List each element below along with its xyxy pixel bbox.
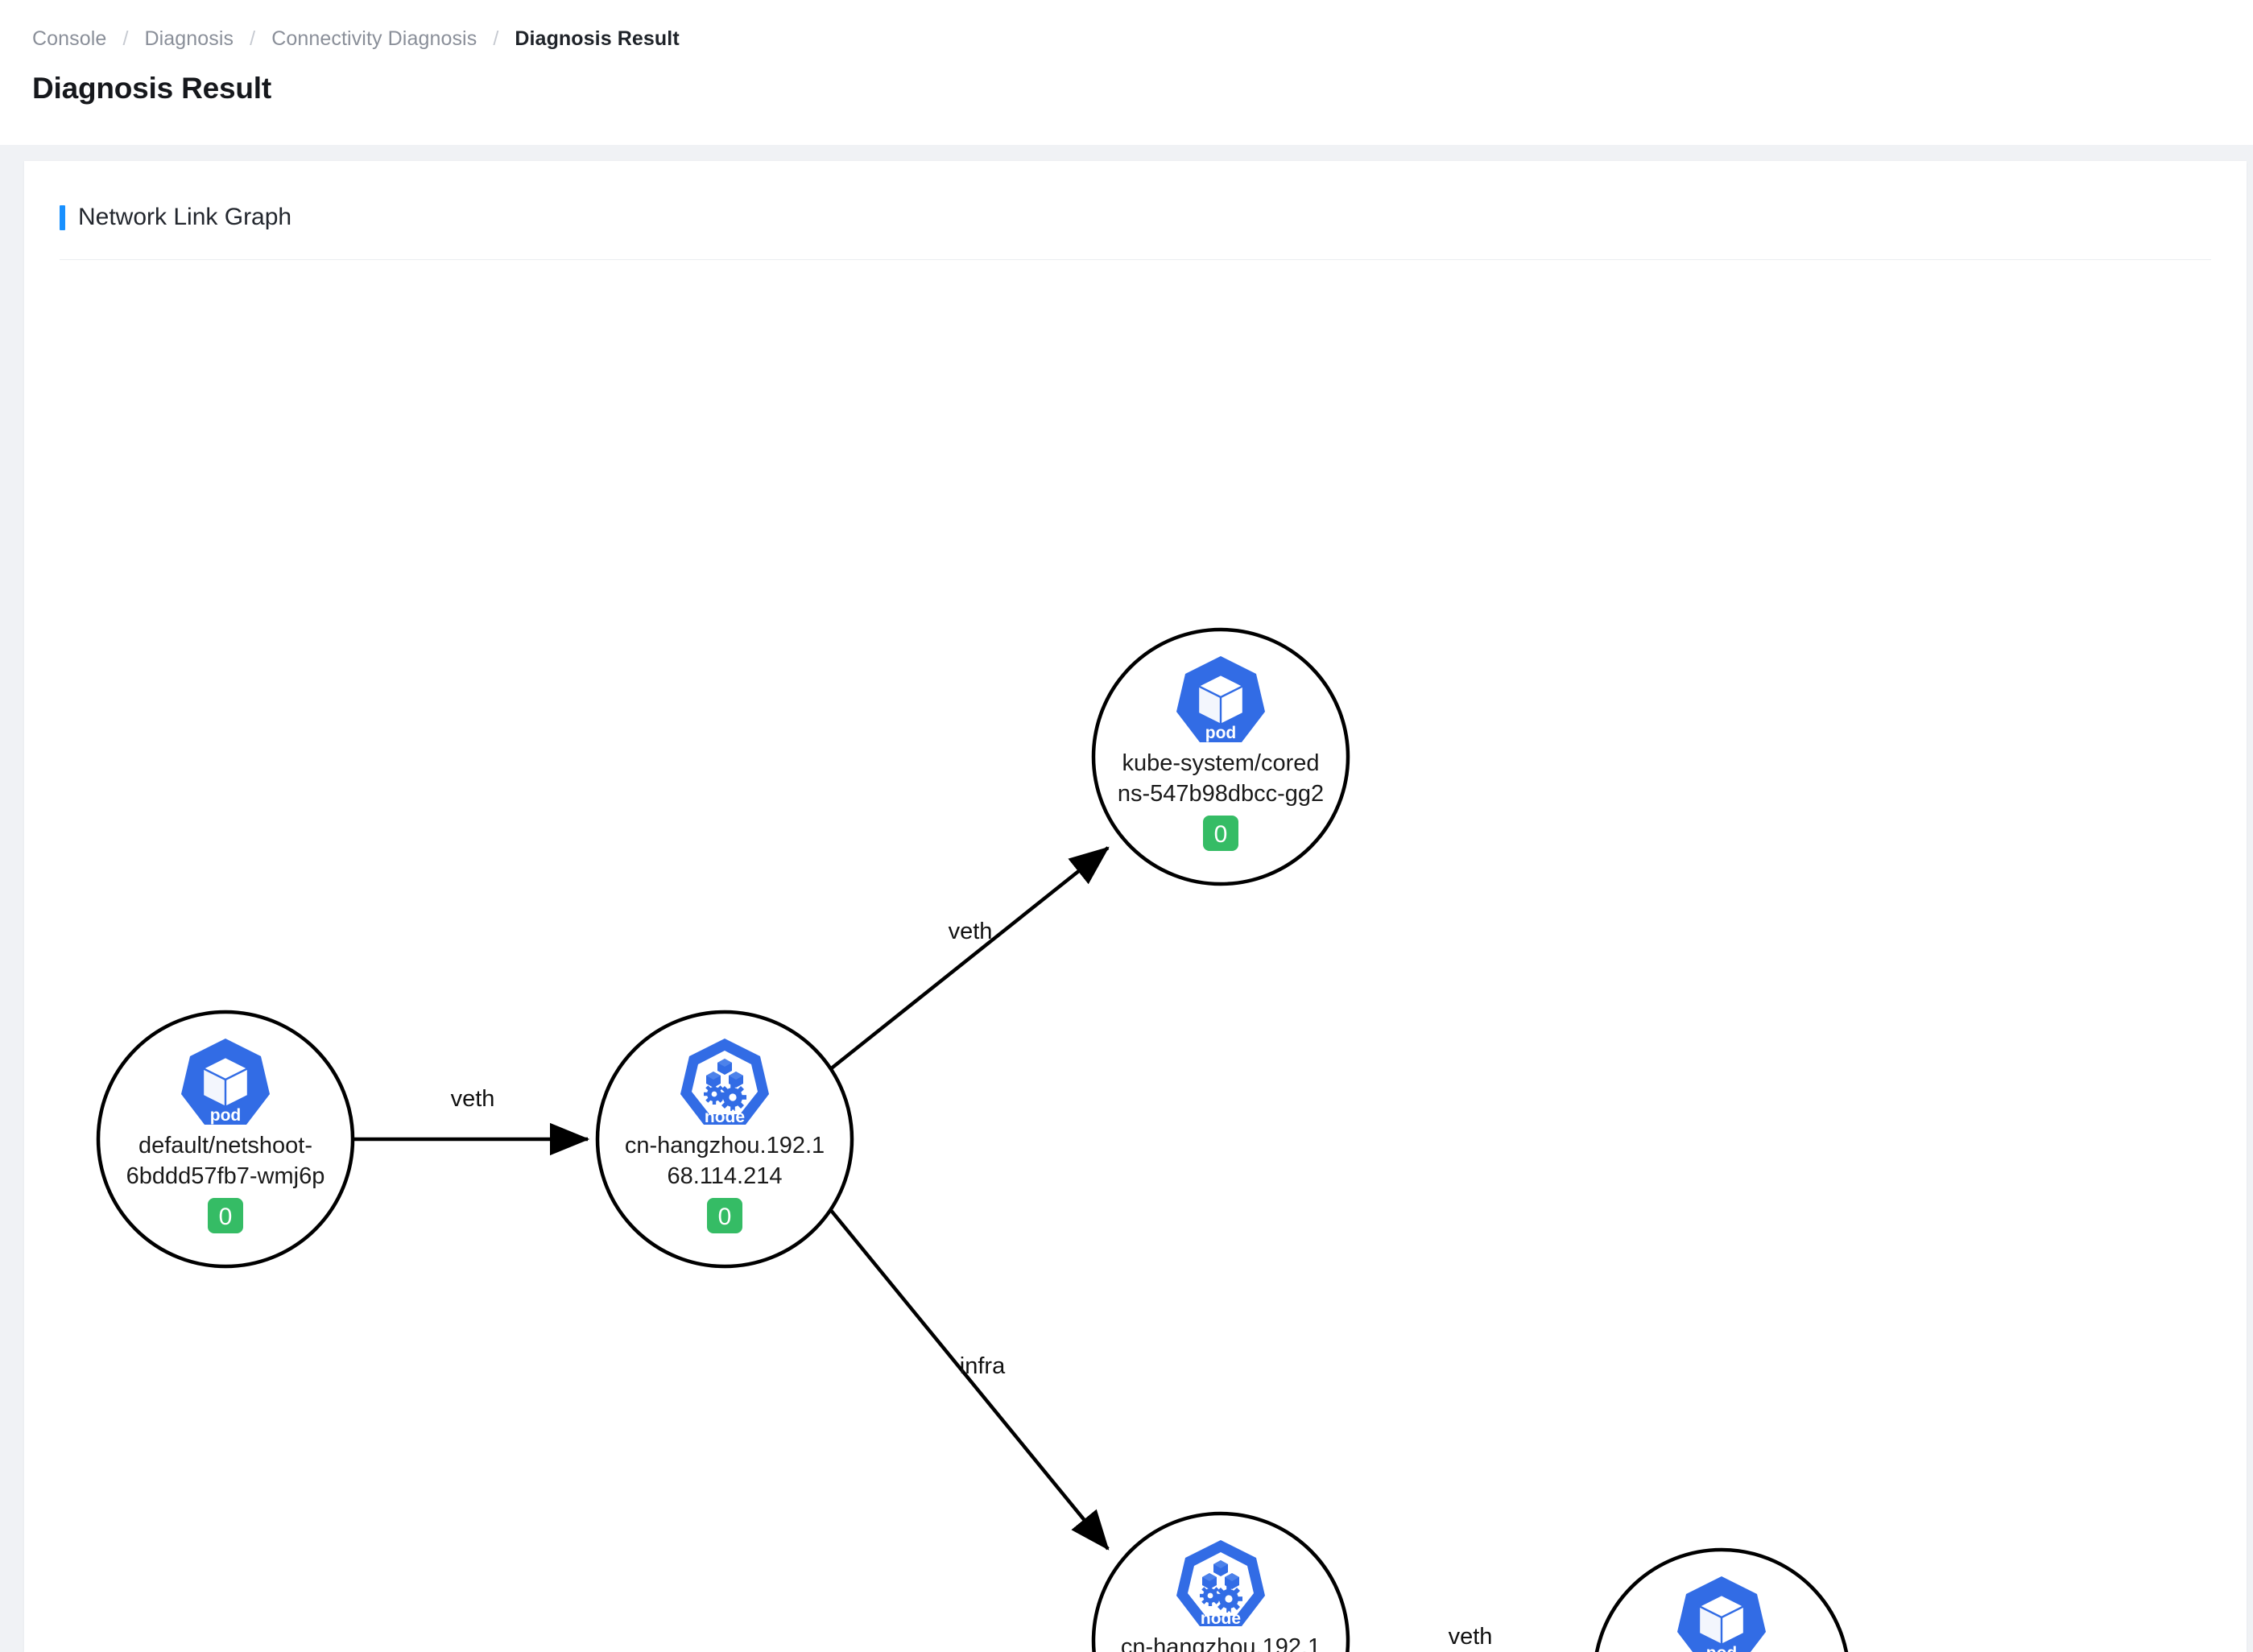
edge-line — [828, 1207, 1110, 1551]
graph-node-coredns-cdh-pod[interactable]: kube-system/cored ns-547b98dbcc-cdh 0 — [1594, 1547, 1849, 1652]
page-header: Console / Diagnosis / Connectivity Diagn… — [0, 0, 2253, 145]
title-accent-bar — [60, 204, 65, 230]
network-link-graph-card: Network Link Graph — [24, 161, 2247, 1652]
breadcrumb-item-diagnosis-result: Diagnosis Result — [515, 27, 680, 50]
status-badge-value: 0 — [219, 1204, 233, 1230]
breadcrumb-separator: / — [122, 27, 129, 50]
network-link-graph-canvas[interactable]: pod — [24, 272, 2247, 1652]
edge-label: veth — [1449, 1624, 1493, 1650]
card-title-row: Network Link Graph — [60, 200, 2211, 235]
network-graph-svg[interactable]: pod — [24, 272, 2247, 1652]
graph-edges: veth veth infra veth — [353, 846, 1588, 1652]
graph-node-cn-hangzhou-213[interactable]: cn-hangzhou.192.1 68.114.213 0 — [1091, 1511, 1350, 1652]
edge-veth-node213-to-coredns-cdh[interactable]: veth — [1350, 1624, 1588, 1652]
breadcrumb: Console / Diagnosis / Connectivity Diagn… — [32, 29, 2221, 49]
edge-veth-node214-to-coredns-gg2[interactable]: veth — [828, 846, 1110, 1072]
node-circle — [1091, 627, 1350, 886]
breadcrumb-item-diagnosis[interactable]: Diagnosis — [144, 27, 234, 50]
page-title: Diagnosis Result — [32, 72, 271, 105]
edge-line — [828, 846, 1110, 1072]
node-label-line-1: kube-system/cored — [1122, 750, 1320, 776]
node-label-line-2: 6bddd57fb7-wmj6p — [126, 1163, 325, 1189]
node-label-line-2: 68.114.214 — [668, 1163, 783, 1189]
card-header: Network Link Graph — [24, 161, 2247, 235]
node-label-line-1: cn-hangzhou.192.1 — [1121, 1634, 1321, 1652]
node-label-line-2: ns-547b98dbcc-gg2 — [1118, 781, 1324, 807]
status-badge-bg — [1203, 816, 1238, 851]
breadcrumb-item-connectivity-diagnosis[interactable]: Connectivity Diagnosis — [271, 27, 477, 50]
status-badge-bg — [208, 1198, 243, 1233]
status-badge-value: 0 — [1214, 821, 1228, 848]
node-circle — [595, 1010, 854, 1269]
edge-veth-netshoot-to-node214[interactable]: veth — [353, 1086, 590, 1156]
node-label-line-1: cn-hangzhou.192.1 — [625, 1133, 825, 1158]
card-title: Network Link Graph — [78, 204, 292, 230]
node-circle — [96, 1010, 355, 1269]
status-badge-value: 0 — [718, 1204, 732, 1230]
breadcrumb-separator: / — [493, 27, 499, 50]
graph-node-netshoot-pod[interactable]: default/netshoot- 6bddd57fb7-wmj6p 0 — [96, 1010, 355, 1269]
breadcrumb-separator: / — [250, 27, 256, 50]
node-label-line-1: default/netshoot- — [138, 1133, 312, 1158]
edge-label: veth — [949, 919, 993, 944]
graph-node-cn-hangzhou-214[interactable]: cn-hangzhou.192.1 68.114.214 0 — [595, 1010, 854, 1269]
graph-node-coredns-gg2-pod[interactable]: kube-system/cored ns-547b98dbcc-gg2 0 — [1091, 627, 1350, 886]
edge-infra-node214-to-node213[interactable]: infra — [828, 1207, 1110, 1551]
status-badge-bg — [707, 1198, 742, 1233]
edge-label: veth — [451, 1086, 495, 1112]
card-divider — [60, 259, 2211, 260]
edge-label: infra — [960, 1353, 1006, 1379]
breadcrumb-item-console[interactable]: Console — [32, 27, 107, 50]
